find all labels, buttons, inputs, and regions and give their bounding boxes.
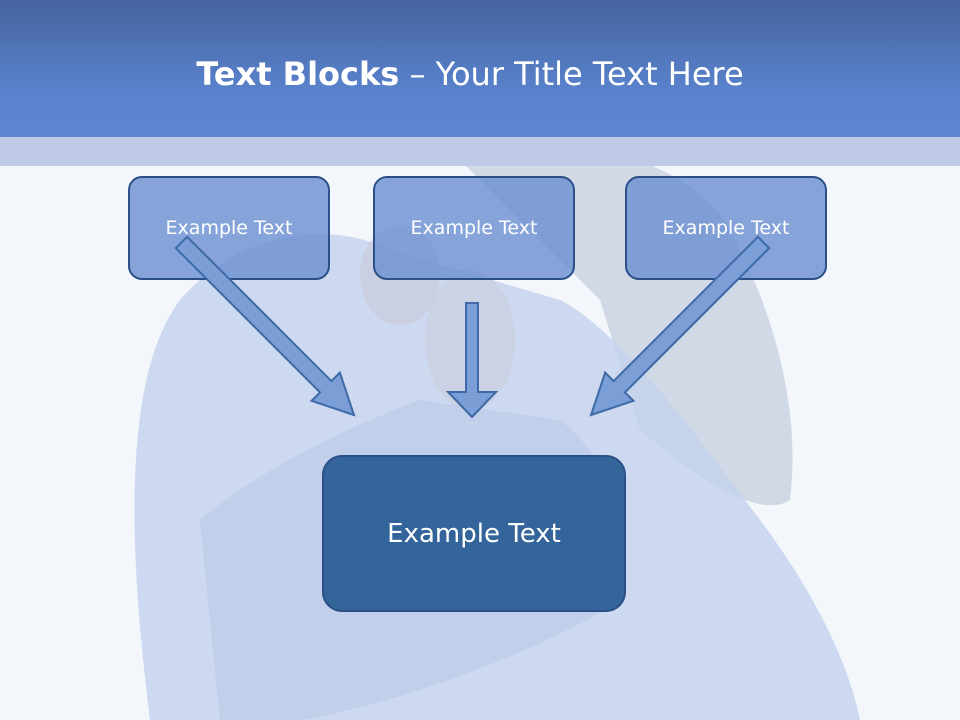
text-block-left-label: Example Text	[165, 217, 293, 239]
title-rest-part: Your Title Text Here	[435, 55, 744, 93]
text-block-center[interactable]: Example Text	[322, 455, 626, 612]
header-subband	[0, 137, 960, 166]
text-block-middle-label: Example Text	[410, 217, 538, 239]
text-block-middle[interactable]: Example Text	[373, 176, 575, 280]
down-arrow-icon	[445, 302, 499, 419]
text-block-right-label: Example Text	[662, 217, 790, 239]
diagonal-down-right-arrow-icon	[174, 235, 356, 417]
title-bold-part: Text Blocks	[196, 55, 400, 93]
title-separator: –	[399, 55, 436, 93]
diagonal-down-left-arrow-icon	[589, 235, 771, 417]
text-block-left[interactable]: Example Text	[128, 176, 330, 280]
title-bar	[0, 0, 960, 137]
text-block-right[interactable]: Example Text	[625, 176, 827, 280]
slide-title: Text Blocks – Your Title Text Here	[0, 54, 940, 94]
text-block-center-label: Example Text	[387, 518, 561, 549]
